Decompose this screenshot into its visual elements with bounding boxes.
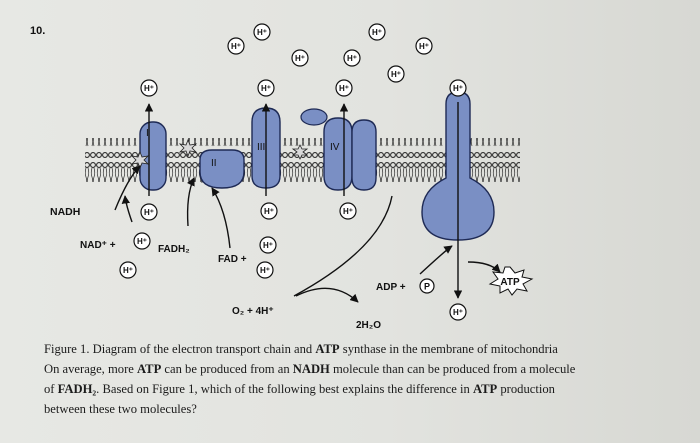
svg-text:H⁺: H⁺ <box>123 266 133 275</box>
complex-ii: II <box>199 149 245 189</box>
hplus-badge: H⁺ <box>387 65 405 83</box>
svg-text:H⁺: H⁺ <box>144 84 154 93</box>
fadh2-label: FADH₂ <box>158 244 190 255</box>
nad-plus-label: NAD⁺ + <box>80 240 116 251</box>
hplus-badge: H⁺ <box>335 79 353 97</box>
caption-line-1: Figure 1. Diagram of the electron transp… <box>44 342 558 356</box>
hplus-badge: H⁺ <box>256 261 274 279</box>
hplus-matrix-group: H⁺ H⁺ H⁺ H⁺ H⁺ H⁺ H⁺ H⁺ <box>119 202 467 321</box>
svg-text:H⁺: H⁺ <box>261 84 271 93</box>
svg-text:H⁺: H⁺ <box>339 84 349 93</box>
hplus-badge: H⁺ <box>133 232 151 250</box>
hplus-badge: H⁺ <box>415 37 433 55</box>
phosphate-badge: P <box>419 278 435 294</box>
question-number: 10. <box>30 25 46 37</box>
hplus-badge: H⁺ <box>368 23 386 41</box>
svg-text:H⁺: H⁺ <box>264 207 274 216</box>
hplus-badge: H⁺ <box>227 37 245 55</box>
hplus-intermembrane-group: H⁺ H⁺ H⁺ H⁺ H⁺ H⁺ H⁺ H⁺ H⁺ H⁺ H⁺ <box>140 23 467 97</box>
svg-text:H⁺: H⁺ <box>347 54 357 63</box>
svg-text:H⁺: H⁺ <box>391 70 401 79</box>
complex-ii-label: II <box>211 158 217 169</box>
hplus-badge: H⁺ <box>253 23 271 41</box>
hplus-badge: H⁺ <box>449 79 467 97</box>
hplus-badge: H⁺ <box>291 49 309 67</box>
adp-plus-label: ADP + <box>376 282 406 293</box>
hplus-badge: H⁺ <box>259 236 277 254</box>
complex-i-label: I <box>146 128 149 139</box>
hplus-badge: H⁺ <box>343 49 361 67</box>
hplus-badge: H⁺ <box>140 203 158 221</box>
caption-line-3: of FADH₂. Based on Figure 1, which of th… <box>44 382 555 396</box>
complex-iii-label: III <box>257 142 265 153</box>
h2o-label: 2H₂O <box>356 320 381 331</box>
electron-burst-4 <box>291 144 309 160</box>
electron-path-arrows <box>114 165 501 303</box>
cytochrome-c <box>300 108 328 126</box>
o2-4h-label: O₂ + 4H⁺ <box>232 306 274 317</box>
atp-burst: ATP <box>488 266 534 296</box>
complex-iv: IV <box>323 117 377 191</box>
svg-text:H⁺: H⁺ <box>137 237 147 246</box>
hplus-badge: H⁺ <box>339 202 357 220</box>
electron-burst-2 <box>178 138 198 158</box>
atp-label: ATP <box>500 277 520 288</box>
svg-text:H⁺: H⁺ <box>295 54 305 63</box>
hplus-badge: H⁺ <box>257 79 275 97</box>
caption-line-2: On average, more ATP can be produced fro… <box>44 362 576 376</box>
svg-text:H⁺: H⁺ <box>257 28 267 37</box>
nadh-label: NADH <box>50 206 80 218</box>
svg-text:H⁺: H⁺ <box>453 84 463 93</box>
hplus-badge: H⁺ <box>140 79 158 97</box>
hplus-badge: H⁺ <box>260 202 278 220</box>
svg-text:H⁺: H⁺ <box>372 28 382 37</box>
fad-plus-label: FAD + <box>218 254 247 265</box>
caption-line-4: between these two molecules? <box>44 402 197 416</box>
proton-arrows <box>144 102 463 299</box>
svg-text:H⁺: H⁺ <box>263 241 273 250</box>
complex-i: I <box>139 121 167 191</box>
hplus-badge: H⁺ <box>119 261 137 279</box>
svg-text:H⁺: H⁺ <box>231 42 241 51</box>
hplus-badge: H⁺ <box>449 303 467 321</box>
figure-caption: Figure 1. Diagram of the electron transp… <box>44 339 694 419</box>
etc-diagram: I II III IV <box>50 23 534 331</box>
svg-text:P: P <box>424 282 430 292</box>
svg-text:H⁺: H⁺ <box>453 308 463 317</box>
svg-text:H⁺: H⁺ <box>343 207 353 216</box>
svg-text:H⁺: H⁺ <box>419 42 429 51</box>
complex-iv-label: IV <box>330 142 340 153</box>
svg-text:H⁺: H⁺ <box>260 266 270 275</box>
svg-text:H⁺: H⁺ <box>144 208 154 217</box>
